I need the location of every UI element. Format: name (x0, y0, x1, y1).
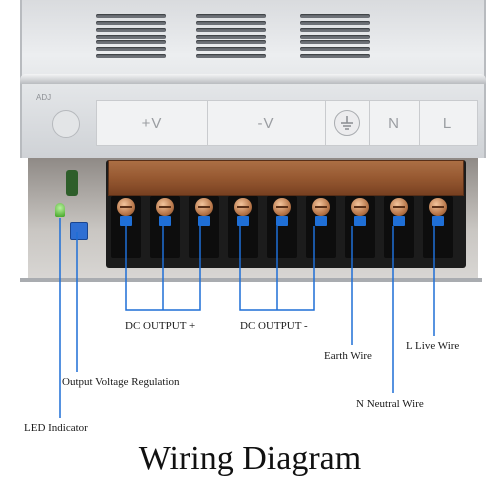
vent-slot (196, 35, 266, 39)
terminal-clip-icon (237, 216, 249, 226)
callout-live-wire: L Live Wire (406, 340, 460, 352)
terminal-clip-icon (276, 216, 288, 226)
terminal-cover (108, 160, 464, 196)
vent-slot (96, 21, 166, 25)
terminal-clip-icon (354, 216, 366, 226)
terminal-clip-icon (393, 216, 405, 226)
callout-earth-wire: Earth Wire (324, 350, 372, 362)
vent-slot (196, 54, 266, 58)
terminal-clip-icon (315, 216, 327, 226)
terminal-screw-icon (351, 198, 369, 216)
vent-slot (196, 14, 266, 18)
terminal-clip-icon (159, 216, 171, 226)
label-positive-v: +V (97, 101, 208, 145)
vent-slot (300, 14, 370, 18)
label-ground-slot (325, 101, 370, 145)
label-neutral: N (369, 101, 420, 145)
vent-slot (96, 47, 166, 51)
vent-slot (300, 21, 370, 25)
terminal-label-panel: +V -V N L (96, 100, 478, 146)
terminal-screw-icon (273, 198, 291, 216)
vent-slot (300, 35, 370, 39)
terminal-screw-icon (429, 198, 447, 216)
led-indicator-icon (55, 203, 65, 217)
voltage-adjust-knob-icon (52, 110, 80, 138)
callout-voltage-regulation: Output Voltage Regulation (62, 376, 180, 388)
terminal-clip-icon (432, 216, 444, 226)
vent-slot (196, 28, 266, 32)
terminal-screw-icon (234, 198, 252, 216)
case-foot (20, 278, 482, 282)
vent-slot (196, 47, 266, 51)
vent-slot (96, 40, 166, 44)
ground-symbol-icon (334, 110, 360, 136)
callout-led-indicator: LED Indicator (24, 422, 88, 434)
vent-slot (300, 47, 370, 51)
callout-dc-output-minus: DC OUTPUT - (240, 320, 308, 332)
label-negative-v: -V (207, 101, 326, 145)
case-rim (20, 74, 486, 84)
terminal-clip-icon (120, 216, 132, 226)
vent-slot (96, 54, 166, 58)
vent-slot (300, 40, 370, 44)
vent-slot (96, 35, 166, 39)
adj-label: ADJ (36, 93, 52, 102)
callout-dc-output-plus: DC OUTPUT + (125, 320, 196, 332)
terminal-screw-icon (156, 198, 174, 216)
terminal-screw-icon (312, 198, 330, 216)
voltage-potentiometer-icon (70, 222, 88, 240)
vent-slot (300, 28, 370, 32)
label-live: L (442, 114, 453, 132)
vent-slot (96, 28, 166, 32)
vent-slot (300, 54, 370, 58)
diagram-title: Wiring Diagram (138, 440, 362, 477)
capacitor-icon (66, 170, 78, 196)
terminal-clip-icon (198, 216, 210, 226)
vent-slot (96, 14, 166, 18)
terminal-screw-icon (390, 198, 408, 216)
callout-neutral-wire: N Neutral Wire (356, 398, 424, 410)
vent-slot (196, 21, 266, 25)
vent-slot (196, 40, 266, 44)
terminal-screw-icon (195, 198, 213, 216)
terminal-screw-icon (117, 198, 135, 216)
